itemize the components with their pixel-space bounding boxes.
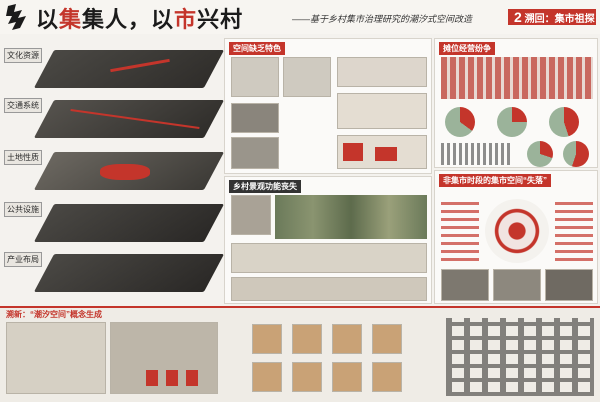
axon-cube bbox=[332, 324, 362, 354]
panel-stall: 摊位经营纷争 bbox=[434, 38, 598, 168]
axon-cube bbox=[292, 324, 322, 354]
radial-diagram bbox=[485, 199, 549, 263]
elevation-red-bar bbox=[343, 143, 363, 161]
axon-cube bbox=[372, 362, 402, 392]
photo bbox=[441, 269, 489, 301]
bottom-red-icon bbox=[146, 370, 158, 386]
axon-cube bbox=[252, 324, 282, 354]
layer-facility bbox=[33, 204, 225, 242]
pie-chart bbox=[549, 107, 579, 137]
layer-label: 交通系统 bbox=[4, 98, 42, 113]
panel-space-lack: 空间缺乏特色 bbox=[224, 38, 432, 174]
stall-map bbox=[441, 57, 593, 99]
page-subtitle: ——基于乡村集市治理研究的潮汐式空间改造 bbox=[292, 14, 473, 24]
diagram-building bbox=[337, 57, 427, 87]
icon-grid bbox=[441, 143, 511, 165]
section-title: 乡村景观功能丧失 bbox=[229, 180, 301, 193]
photo bbox=[231, 103, 279, 133]
photo bbox=[493, 269, 541, 301]
bottom-map bbox=[6, 322, 106, 394]
axon-cube bbox=[252, 362, 282, 392]
layer-label: 产业布局 bbox=[4, 252, 42, 267]
layer-label: 公共设施 bbox=[4, 202, 42, 217]
layer-label: 文化资源 bbox=[4, 48, 42, 63]
axon-cube bbox=[332, 362, 362, 392]
red-land-area bbox=[100, 164, 150, 180]
axon-cube bbox=[372, 324, 402, 354]
photo bbox=[231, 137, 279, 169]
bar-list bbox=[441, 201, 479, 261]
elevation-red-bar bbox=[375, 147, 397, 161]
layer-industry bbox=[33, 254, 225, 292]
bottom-title: 溯新：“潮汐空间”概念生成 bbox=[6, 310, 102, 319]
map-thumb bbox=[231, 195, 271, 235]
pie-chart bbox=[563, 141, 589, 167]
header bbox=[0, 0, 600, 34]
layer-label: 土地性质 bbox=[4, 150, 42, 165]
block-diagram bbox=[446, 318, 594, 396]
section-title: 空间缺乏特色 bbox=[229, 42, 285, 55]
elevation-diagram bbox=[337, 93, 427, 129]
photo-strip bbox=[275, 195, 427, 239]
panel-market-loss: 非集市时段的集市空间“失落” bbox=[434, 170, 598, 304]
bar-list bbox=[555, 201, 593, 261]
section-title: 摊位经营纷争 bbox=[439, 42, 495, 55]
section-badge: 2 溯回：集市祖探 bbox=[508, 9, 596, 25]
logo-icon bbox=[6, 4, 26, 30]
section-drawing bbox=[231, 243, 427, 273]
page-title: 以集集人，以市兴村 bbox=[36, 7, 244, 32]
section-drawing bbox=[231, 277, 427, 301]
axon-cube bbox=[292, 362, 322, 392]
layer-culture bbox=[33, 50, 225, 88]
panel-village: 乡村景观功能丧失 bbox=[224, 176, 432, 304]
bottom-red-icon bbox=[166, 370, 178, 386]
bottom-map bbox=[110, 322, 218, 394]
pie-chart bbox=[445, 107, 475, 137]
diagram-street bbox=[231, 57, 279, 97]
photo bbox=[545, 269, 593, 301]
diagram-street bbox=[283, 57, 331, 97]
section-title: 非集市时段的集市空间“失落” bbox=[439, 174, 551, 187]
layer-stack: 文化资源 交通系统 土地性质 公共设施 产业布局 bbox=[0, 36, 225, 304]
bottom-red-icon bbox=[186, 370, 198, 386]
pie-chart bbox=[527, 141, 553, 167]
pie-chart bbox=[497, 107, 527, 137]
